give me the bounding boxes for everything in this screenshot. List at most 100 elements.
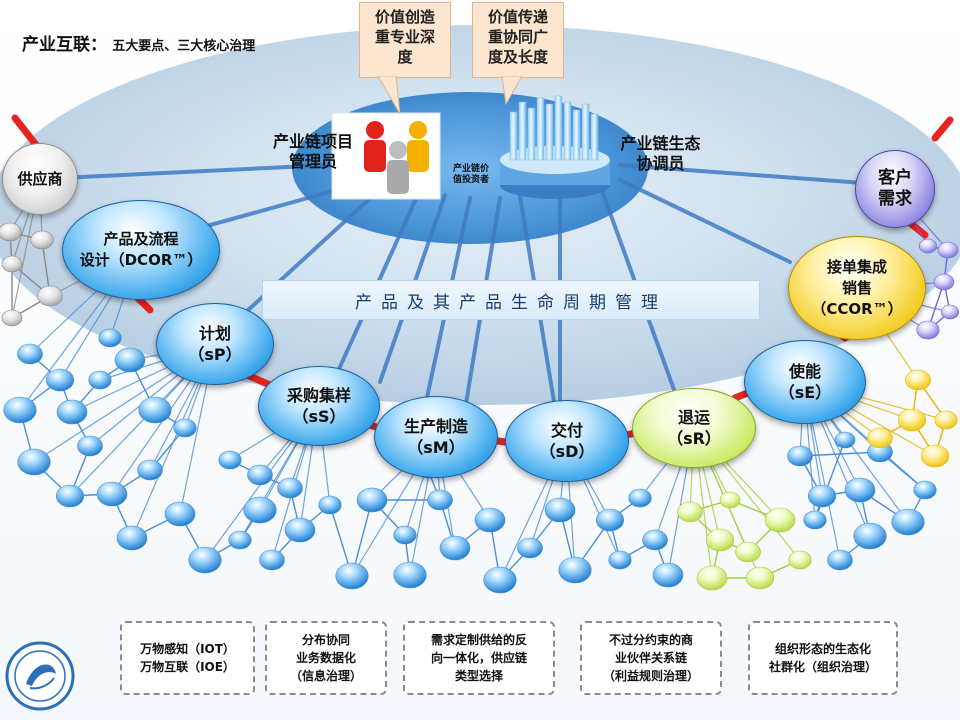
network-node — [853, 522, 887, 550]
network-node — [628, 488, 652, 508]
network-node — [55, 484, 85, 508]
role-line: 值投资者 — [452, 175, 489, 185]
node-deliver-sd: 交付 （sD） — [505, 400, 629, 482]
network-node — [277, 477, 303, 499]
node-label: 交付 — [550, 421, 583, 440]
node-plan-sp: 计划 （sP） — [156, 303, 274, 385]
network-node — [17, 448, 51, 476]
network-node — [1, 255, 23, 273]
role-ecosystem-coordinator: 产业链生态 协调员 — [603, 134, 718, 174]
title-main: 产业互联： — [22, 35, 107, 55]
network-node — [137, 459, 163, 481]
network-node — [427, 489, 453, 511]
network-node — [834, 431, 856, 449]
node-label: 需求 — [878, 189, 912, 209]
title-subtitle: 五大要点、三大核心治理 — [112, 39, 256, 54]
network-node — [259, 549, 285, 571]
callout-pointer — [501, 76, 523, 106]
node-label: （sD） — [539, 442, 595, 461]
network-node — [3, 396, 37, 424]
node-label: （sS） — [292, 407, 346, 426]
node-label: （sR） — [667, 429, 721, 448]
callout-value-creation: 价值创造 重专业深 度 — [359, 2, 451, 78]
node-label: 接单集成 — [826, 257, 887, 276]
network-node — [677, 501, 703, 523]
node-sales-ccor: 接单集成 销售 （CCOR™） — [788, 236, 926, 340]
network-node — [45, 368, 75, 392]
network-node — [787, 445, 813, 467]
peripheral-network-nodes — [0, 222, 960, 594]
pillar-line: 社群化（组织治理） — [768, 660, 877, 674]
pillar-supply-chain-type: 需求定制供给的反 向一体化，供应链 类型选择 — [403, 621, 555, 695]
node-source-ss: 采购集样 （sS） — [258, 366, 380, 446]
pillar-partner-governance: 不过分约束的商 业伙伴关系链 （利益规则治理） — [580, 621, 722, 695]
pillar-line: （信息治理） — [289, 669, 362, 683]
pillar-org-governance: 组织形态的生态化 社群化（组织治理） — [748, 621, 898, 695]
callout-value-transfer: 价值传递 重协同广 度及长度 — [472, 2, 564, 78]
role-value-investor: 产业链价 值投资者 — [442, 164, 500, 186]
network-node — [116, 525, 148, 551]
network-node — [335, 562, 369, 590]
network-node — [696, 565, 728, 591]
node-label: 生产制造 — [403, 417, 468, 436]
node-make-sm: 生产制造 （sM） — [374, 396, 498, 478]
network-node — [608, 550, 632, 570]
network-node — [913, 480, 937, 500]
network-node — [188, 546, 222, 574]
network-node — [243, 496, 277, 524]
lifecycle-banner: 产品及其产品生命周期管理 — [262, 280, 760, 320]
people-icon — [331, 112, 441, 200]
node-label: 供应商 — [17, 169, 63, 188]
pillar-line: 业伙伴关系链 — [614, 651, 687, 665]
network-node — [891, 508, 925, 536]
network-node — [284, 517, 316, 543]
network-node — [934, 410, 958, 430]
network-node — [1, 309, 23, 327]
network-node — [114, 347, 146, 373]
callout-line: 重协同广 — [487, 28, 548, 46]
network-node — [558, 556, 592, 584]
node-label: （sE） — [778, 383, 832, 402]
node-label: 退运 — [677, 408, 710, 427]
pillar-line: 万物感知（IOT） — [140, 642, 235, 656]
pillar-line: 业务数据化 — [295, 651, 356, 665]
network-node — [88, 370, 112, 390]
pillar-line: （利益规则治理） — [602, 669, 699, 683]
network-node — [138, 396, 172, 424]
network-node — [719, 491, 741, 509]
pillar-line: 组织形态的生态化 — [774, 642, 871, 656]
node-label: 采购集样 — [286, 386, 351, 405]
pillar-line: 类型选择 — [454, 669, 503, 683]
network-node — [827, 549, 853, 571]
platform-icon — [500, 95, 610, 199]
network-node — [98, 328, 122, 348]
network-node — [705, 528, 735, 552]
network-node — [483, 566, 517, 594]
node-label: （sM） — [407, 438, 465, 457]
node-design-dcor: 产品及流程 设计（DCOR™） — [62, 200, 220, 300]
organization-logo — [5, 641, 75, 711]
node-label: 设计（DCOR™） — [79, 251, 203, 269]
callout-line: 价值传递 — [487, 8, 548, 26]
role-line: 产业链生态 — [620, 134, 701, 153]
network-node — [920, 444, 950, 468]
network-node — [642, 529, 668, 551]
node-label: 销售 — [841, 278, 872, 297]
pillar-line: 需求定制供给的反 — [430, 633, 527, 647]
pillar-iot: 万物感知（IOT） 万物互联（IOE） — [120, 621, 255, 695]
node-label: （CCOR™） — [811, 299, 903, 318]
callout-line: 价值创造 — [374, 8, 435, 26]
role-line: 产业链价 — [452, 164, 489, 174]
network-node — [393, 561, 427, 589]
network-node — [0, 222, 22, 242]
network-node — [30, 230, 54, 250]
node-label: 客户 — [878, 168, 912, 188]
page-title: 产业互联： 五大要点、三大核心治理 — [22, 30, 255, 55]
network-node — [807, 484, 837, 508]
network-node — [905, 369, 931, 391]
node-return-sr: 退运 （sR） — [632, 388, 756, 468]
pillar-line: 万物互联（IOE） — [140, 660, 235, 674]
network-node — [218, 450, 242, 470]
callout-pointer — [377, 76, 401, 115]
role-project-manager: 产业链项目 管理员 — [258, 132, 368, 172]
